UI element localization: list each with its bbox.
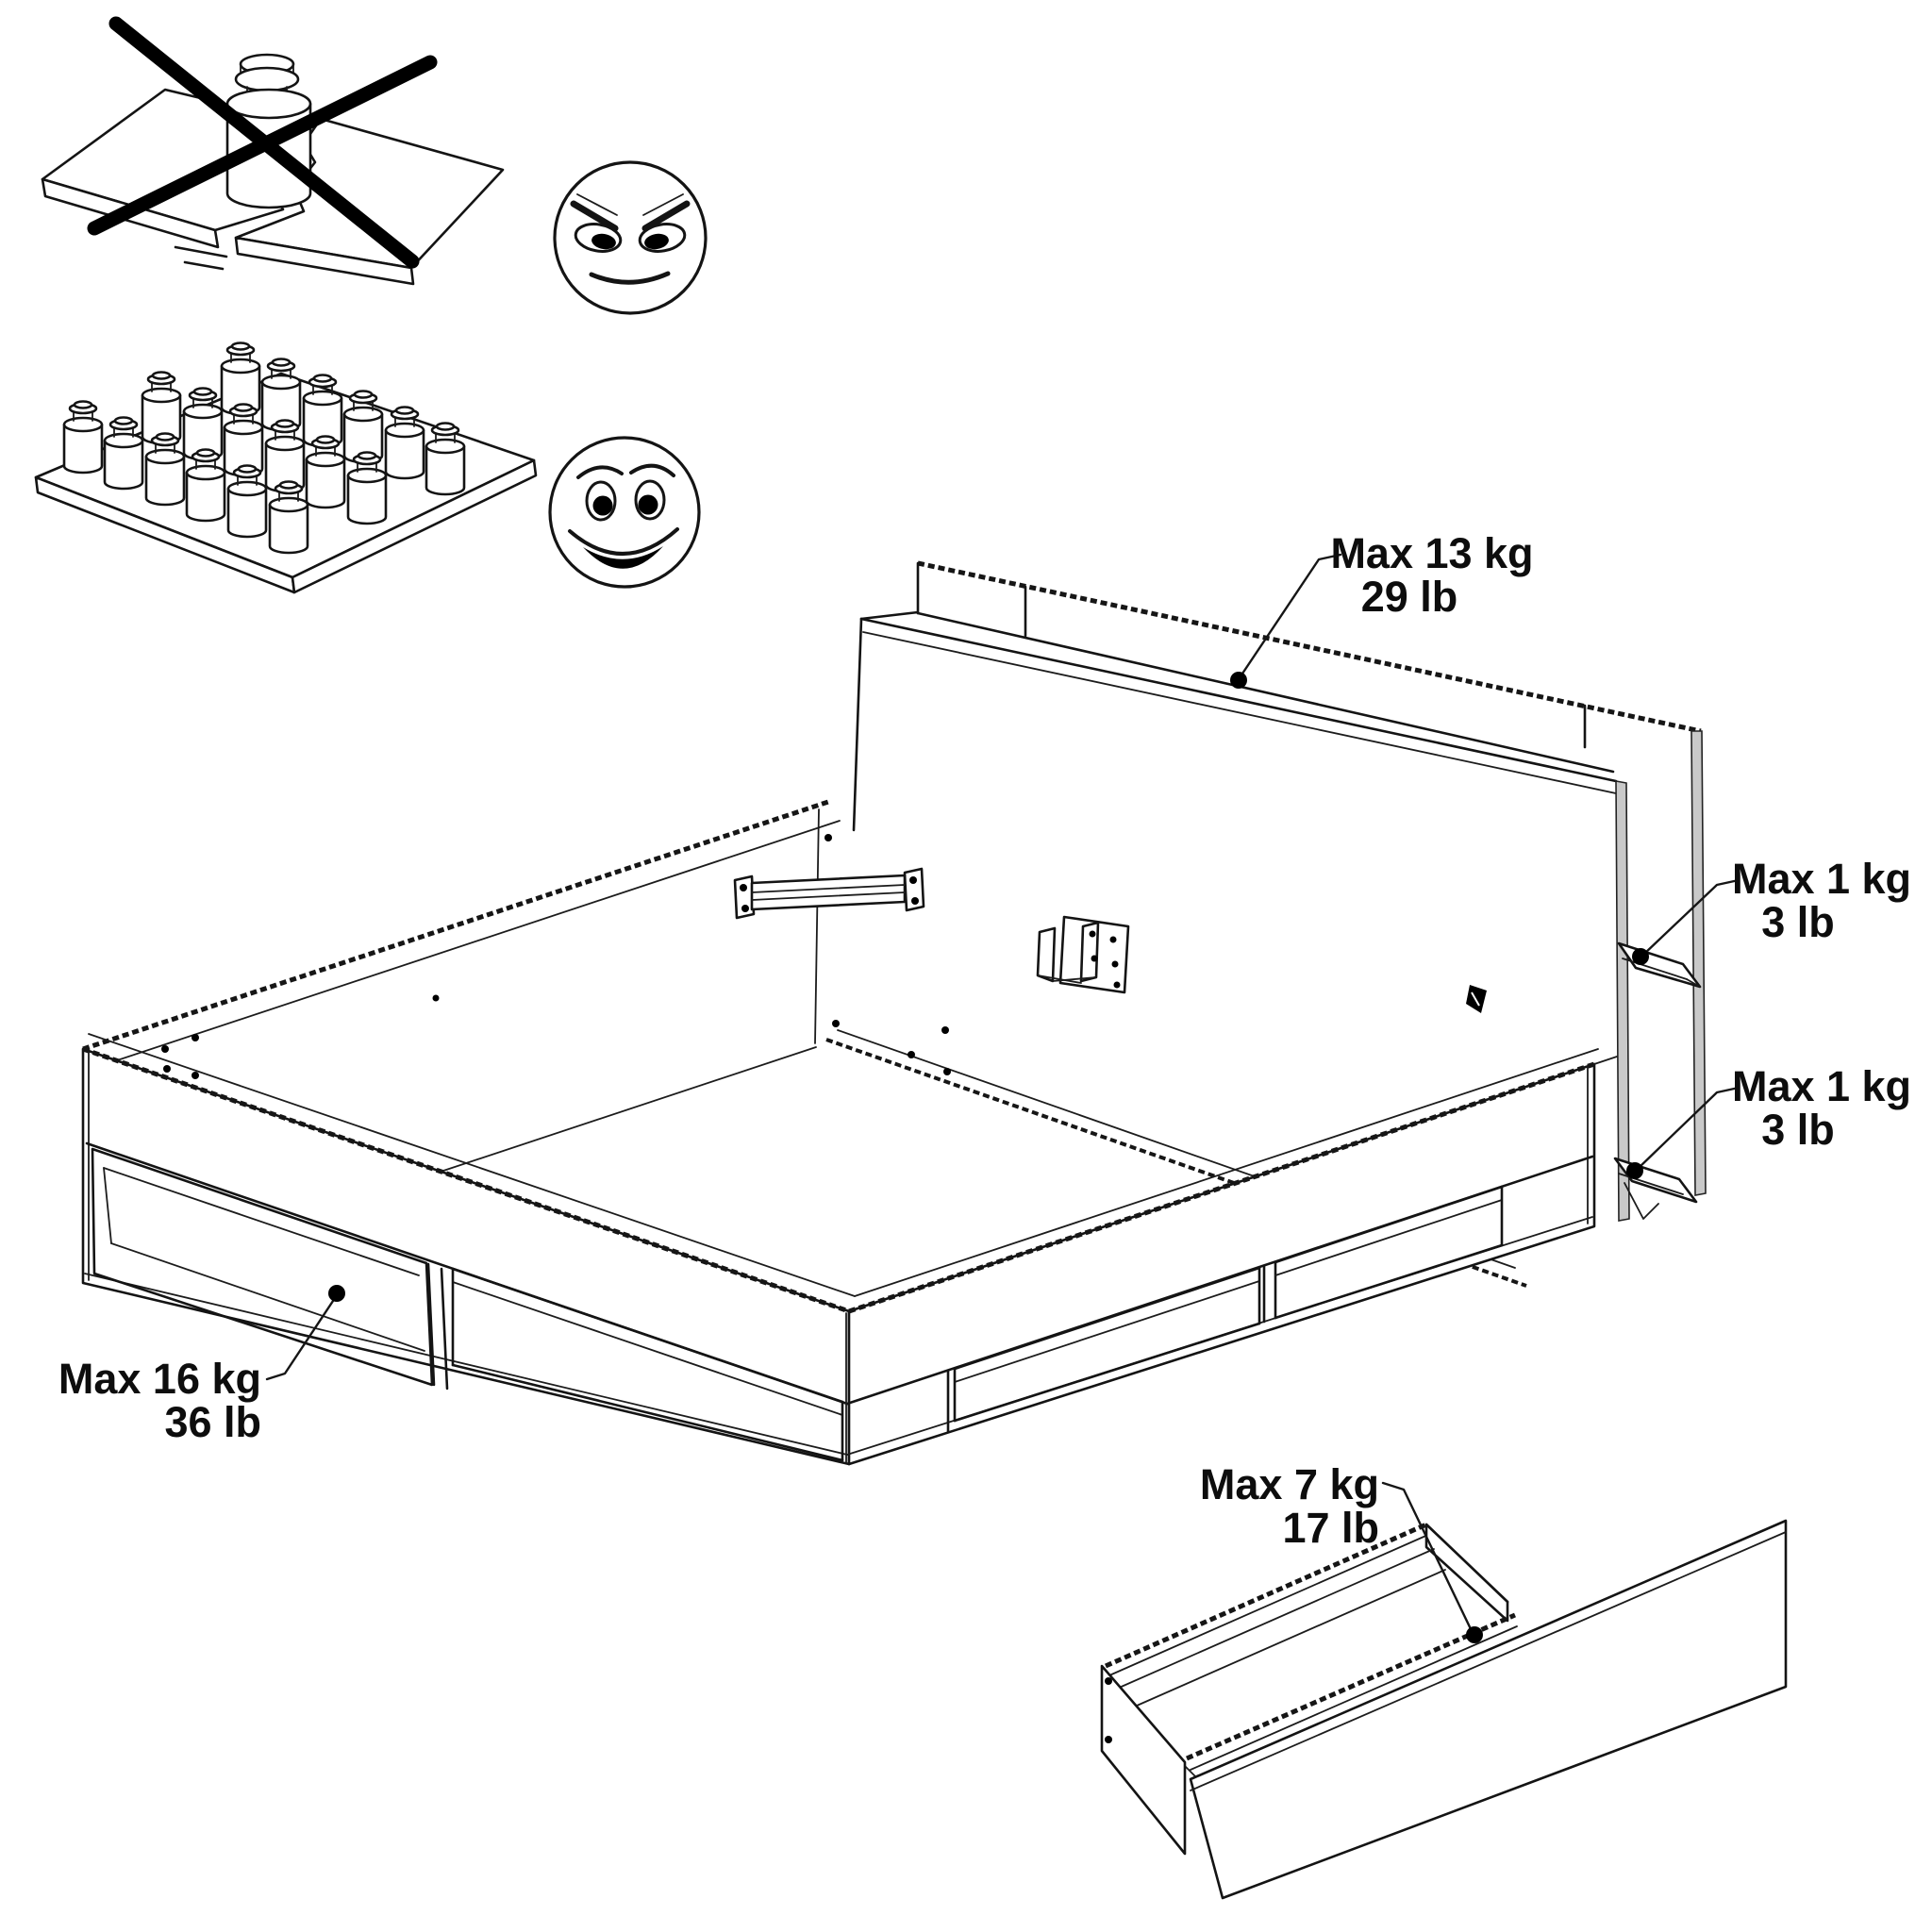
bed-illustration	[81, 560, 1707, 1466]
callouts: Max 13 kg 29 lb Max 1 kg 3 lb Max 1 kg 3…	[58, 529, 1911, 1643]
callout-headboard-shelf-lb: 29 lb	[1361, 573, 1458, 621]
single-weight-icon	[225, 53, 312, 209]
callout-side-shelf-upper-lb: 3 lb	[1761, 898, 1835, 946]
callout-headboard-shelf-kg: Max 13 kg	[1330, 529, 1533, 577]
callout-open-compartment-lb: 36 lb	[164, 1398, 261, 1446]
drawer-front-middle	[953, 1266, 1261, 1423]
storage-drawer-illustration	[1100, 1519, 1788, 1900]
corner-post	[845, 1312, 950, 1463]
callout-side-shelf-upper-kg: Max 1 kg	[1732, 855, 1911, 903]
angry-face-icon	[553, 160, 708, 315]
callout-side-shelf-lower-lb: 3 lb	[1761, 1106, 1835, 1154]
no-concentrated-load-figure	[41, 16, 505, 286]
side-shelf-upper	[1617, 941, 1702, 989]
prohibition-cross-icon	[87, 16, 438, 269]
mounting-bracket	[1036, 915, 1130, 994]
callout-open-compartment-kg: Max 16 kg	[58, 1355, 261, 1403]
crossbar-rail	[733, 867, 925, 920]
callout-drawer-kg: Max 7 kg	[1200, 1460, 1379, 1508]
callout-drawer-lb: 17 lb	[1282, 1504, 1379, 1552]
drawer-front-right	[1262, 1185, 1504, 1324]
drawer-front-left	[426, 1262, 844, 1462]
bed-base-interior	[93, 820, 841, 1172]
callout-side-shelf-lower-kg: Max 1 kg	[1732, 1062, 1911, 1110]
open-compartment	[91, 1147, 434, 1387]
happy-face-icon	[548, 436, 701, 589]
distributed-load-figure	[34, 341, 538, 594]
